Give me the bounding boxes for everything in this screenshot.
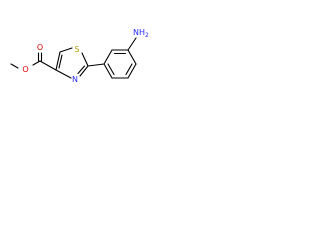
thiazole-nitrogen-label: N: [72, 75, 78, 84]
thiazole-c4-c5-inner: [58, 54, 63, 69]
structure-canvas: O O S N NH2: [0, 0, 152, 152]
phenyl-bond-1: [103, 49, 113, 65]
carbonyl-c4-bond: [39, 60, 57, 71]
amine-nh: NH: [133, 28, 145, 37]
phenyl-bond-6: [103, 63, 113, 79]
thiazole-c2-n3-bond-inner: [77, 65, 86, 75]
phenyl-bond-3: [127, 49, 137, 65]
phenyl-bond-4: [127, 63, 137, 79]
molecule-structure: O O S N NH2: [10, 28, 149, 84]
thiazole-n3-c4-bond: [55, 69, 72, 79]
carbonyl-oxygen-label: O: [37, 43, 43, 52]
phenyl-double-2: [125, 63, 133, 76]
thiazole-c5-s1-bond: [59, 47, 73, 53]
methyl-bond: [10, 63, 19, 69]
amine-label: NH2: [133, 28, 149, 39]
thiazole-c2-n3-bond: [79, 65, 89, 77]
amine-subscript: 2: [145, 32, 149, 39]
ester-oxygen-carbon-bond: [32, 60, 41, 66]
thiazole-c4-c5-bond: [55, 51, 61, 71]
phenyl-double-3: [107, 63, 115, 76]
thiazole-sulfur-label: S: [74, 45, 79, 54]
ester-oxygen-label: O: [22, 65, 28, 74]
amine-bond: [127, 37, 137, 51]
thiazole-s1-c2-bond: [81, 52, 89, 67]
thiazole-phenyl-bond: [87, 63, 105, 67]
